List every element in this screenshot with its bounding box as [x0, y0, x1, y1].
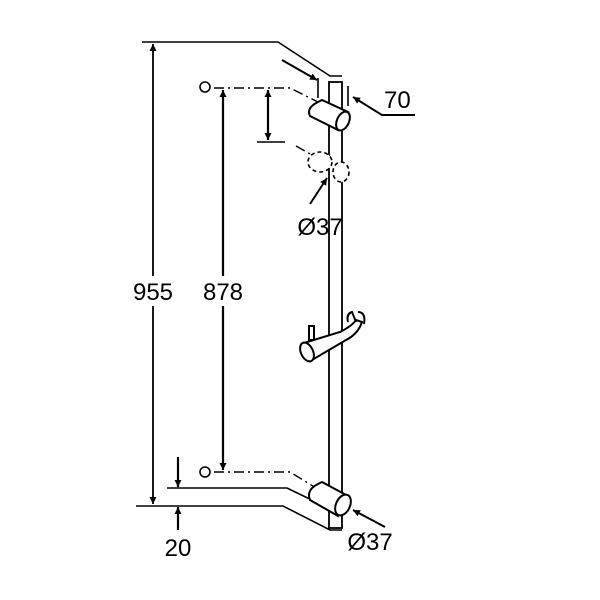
offset-label: 20 [165, 535, 192, 562]
hand-shower-slider [299, 310, 366, 363]
bottom-extension-line [136, 505, 342, 531]
rail-width-leader [352, 96, 415, 116]
top-mounting-hole-icon [199, 81, 211, 93]
rail-width-leader-left [281, 59, 318, 81]
top-wall-holder [308, 98, 351, 132]
bottom-mounting-hole-icon [199, 466, 211, 478]
bottom-center-line [214, 471, 317, 489]
bottom-diameter-label: Ø37 [347, 529, 392, 556]
shower-rail [328, 81, 343, 529]
offset-extension-line [167, 487, 319, 504]
overall-height-label: 955 [133, 279, 173, 306]
rail-width-label: 70 [384, 87, 411, 114]
hole-spacing-label: 878 [203, 279, 243, 306]
bottom-diameter-leader [352, 509, 386, 528]
top-diameter-leader [309, 177, 328, 205]
ghost-center-line [295, 145, 313, 156]
ghost-holder-position [307, 151, 350, 183]
top-center-line [214, 87, 319, 103]
bottom-wall-holder [308, 480, 352, 518]
top-diameter-label: Ø37 [297, 214, 342, 241]
top-extension-line [142, 41, 342, 77]
